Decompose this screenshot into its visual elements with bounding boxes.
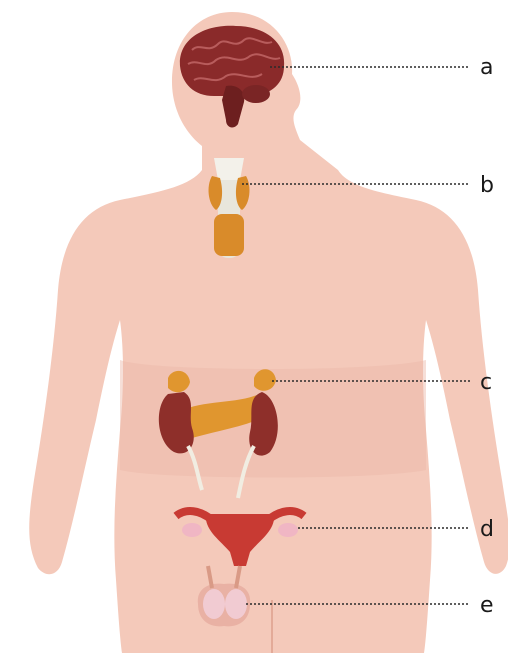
brain-cerebrum <box>180 26 284 96</box>
ovary-left <box>182 523 202 537</box>
ovary-right <box>278 523 298 537</box>
larynx <box>214 158 244 180</box>
label-c: c <box>480 370 492 395</box>
body-outline <box>29 12 508 653</box>
testis-left <box>203 589 225 619</box>
thyroid-lower <box>214 214 244 256</box>
cerebellum <box>242 85 270 103</box>
label-b: b <box>480 173 494 198</box>
testis-right <box>225 589 247 619</box>
label-e: e <box>480 593 494 618</box>
body-silhouette <box>29 12 508 653</box>
labels: a b c d e <box>480 55 494 618</box>
label-a: a <box>480 55 493 80</box>
label-d: d <box>480 517 494 542</box>
